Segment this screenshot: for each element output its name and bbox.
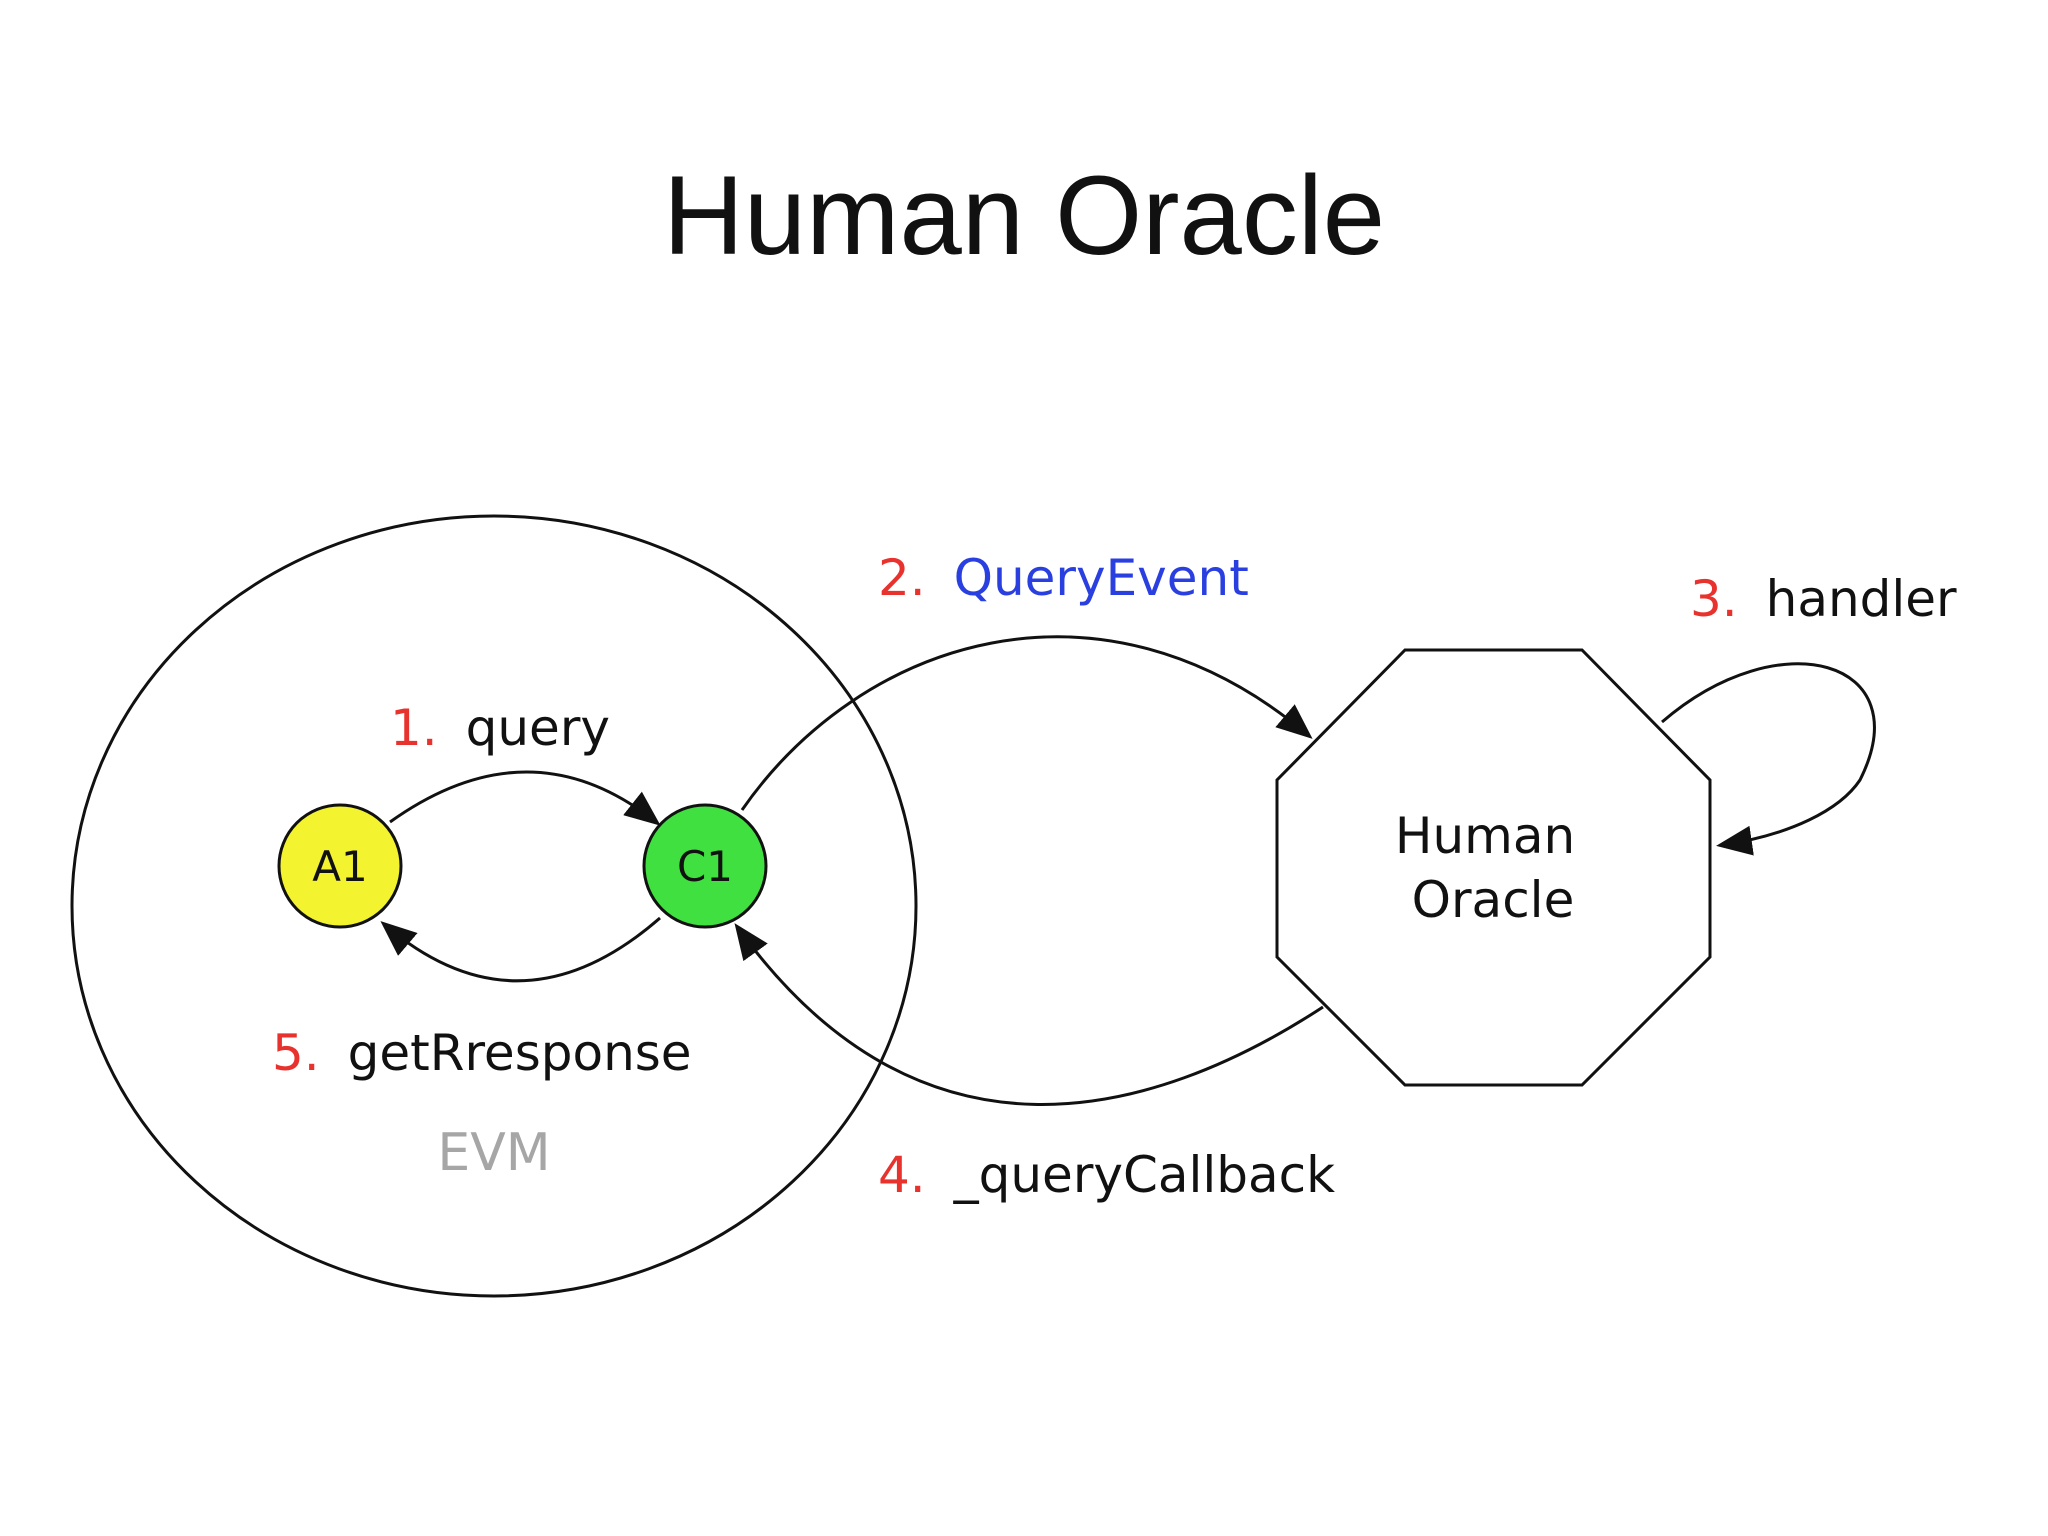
step-query-event-label: 2. QueryEvent [878, 549, 1249, 607]
slide-title: Human Oracle [662, 153, 1386, 278]
step-query-label: 1. query [390, 699, 610, 757]
node-c1: C1 [642, 803, 768, 929]
human-oracle-octagon [1275, 648, 1712, 1087]
node-c1-label: C1 [677, 842, 733, 891]
step-get-response-number: 5. [272, 1024, 320, 1082]
edge-handler-loop [1661, 662, 1876, 856]
edge-query-event [740, 635, 1313, 811]
step-query-number: 1. [390, 699, 438, 757]
human-oracle-line1: Human [1395, 807, 1575, 865]
step-get-response-text: getRresponse [348, 1024, 692, 1082]
node-a1: A1 [277, 803, 403, 929]
step-handler-number: 3. [1690, 570, 1738, 628]
step-query-text: query [466, 699, 610, 757]
step-query-callback-label: 4. _queryCallback [878, 1146, 1335, 1204]
step-get-response-label: 5. getRresponse [272, 1024, 692, 1082]
step-query-callback-number: 4. [878, 1146, 926, 1204]
step-query-callback-text: _queryCallback [953, 1146, 1336, 1204]
step-handler-text: handler [1766, 570, 1957, 628]
edge-get-response [380, 916, 661, 983]
edge-query [389, 770, 661, 826]
step-query-event-number: 2. [878, 549, 926, 607]
node-a1-label: A1 [312, 842, 367, 891]
step-query-event-text: QueryEvent [954, 549, 1249, 607]
node-a1-circle [277, 803, 403, 929]
edge-query-callback [734, 923, 1324, 1106]
evm-label: EVM [437, 1123, 550, 1183]
step-handler-label: 3. handler [1690, 570, 1957, 628]
human-oracle-label: Human Oracle [1395, 807, 1591, 929]
human-oracle-line2: Oracle [1412, 871, 1575, 929]
node-c1-circle [642, 803, 768, 929]
evm-boundary [70, 514, 918, 1298]
